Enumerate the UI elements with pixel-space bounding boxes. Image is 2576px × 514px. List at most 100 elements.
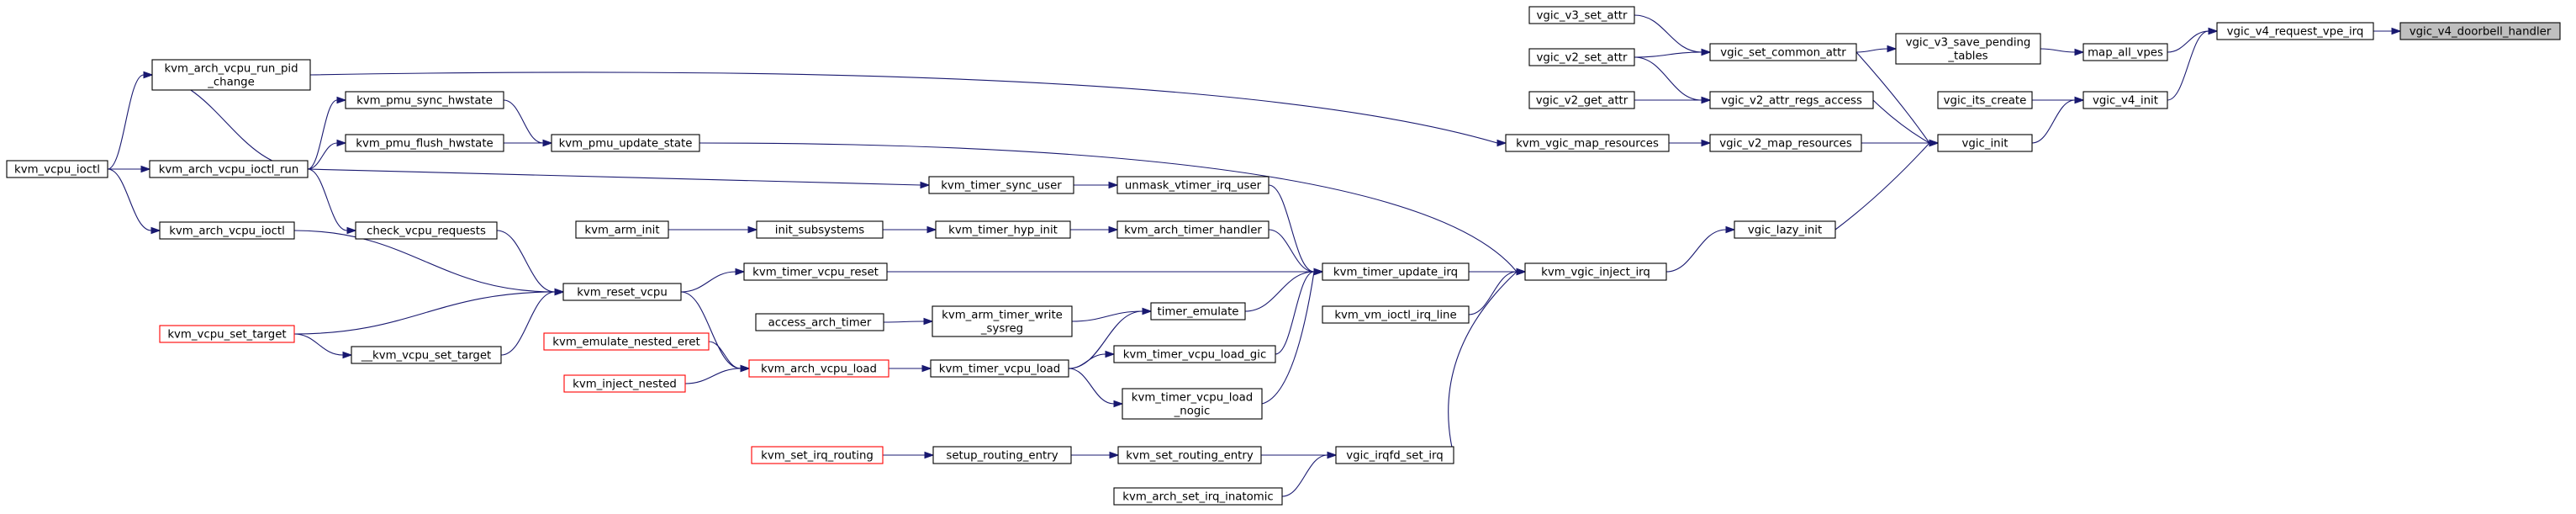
node-vgic_set_common_attr[interactable]: vgic_set_common_attr <box>1709 43 1857 61</box>
node-__kvm_vcpu_set_target[interactable]: __kvm_vcpu_set_target <box>351 346 502 364</box>
node-box <box>1116 176 1270 194</box>
node-kvm_timer_update_irq[interactable]: kvm_timer_update_irq <box>1322 262 1470 281</box>
node-kvm_timer_hyp_init[interactable]: kvm_timer_hyp_init <box>935 220 1071 239</box>
node-kvm_arch_vcpu_ioctl[interactable]: kvm_arch_vcpu_ioctl <box>159 221 295 240</box>
node-label: kvm_arm_timer_write <box>942 310 1063 322</box>
node-vgic_v2_map_resources[interactable]: vgic_v2_map_resources <box>1709 134 1862 152</box>
node-kvm_set_irq_routing[interactable]: kvm_set_irq_routing <box>751 446 884 464</box>
node-label: kvm_set_routing_entry <box>1126 450 1254 463</box>
node-label: check_vcpu_requests <box>367 225 486 238</box>
node-map_all_vpes[interactable]: map_all_vpes <box>2082 43 2168 61</box>
node-setup_routing_entry[interactable]: setup_routing_entry <box>932 446 1072 464</box>
edge-kvm_pmu_update_state-to-kvm_vgic_inject_irq <box>699 142 1518 273</box>
edge-arrowhead <box>747 225 758 234</box>
node-kvm_arch_timer_handler[interactable]: kvm_arch_timer_handler <box>1116 220 1270 239</box>
node-access_arch_timer[interactable]: access_arch_timer <box>755 313 884 331</box>
node-vgic_its_create[interactable]: vgic_its_create <box>1937 91 2033 109</box>
node-kvm_vcpu_set_target[interactable]: kvm_vcpu_set_target <box>159 325 295 343</box>
node-vgic_v2_get_attr[interactable]: vgic_v2_get_attr <box>1528 91 1635 109</box>
edge-vgic_v3_set_attr-to-vgic_set_common_attr <box>1634 14 1702 53</box>
node-kvm_arch_vcpu_ioctl_run[interactable]: kvm_arch_vcpu_ioctl_run <box>149 160 309 178</box>
node-vgic_v2_set_attr[interactable]: vgic_v2_set_attr <box>1528 48 1635 66</box>
node-label: kvm_timer_vcpu_load <box>939 363 1060 376</box>
node-kvm_timer_vcpu_reset[interactable]: kvm_timer_vcpu_reset <box>743 262 888 281</box>
node-label: vgic_v2_set_attr <box>1537 52 1628 65</box>
node-kvm_timer_vcpu_load_gic[interactable]: kvm_timer_vcpu_load_gic <box>1113 345 1276 363</box>
node-kvm_vgic_inject_irq[interactable]: kvm_vgic_inject_irq <box>1524 262 1667 281</box>
node-box <box>2082 43 2168 61</box>
node-timer_emulate[interactable]: timer_emulate <box>1150 302 1246 321</box>
node-kvm_reset_vcpu[interactable]: kvm_reset_vcpu <box>562 283 682 301</box>
node-kvm_arm_init[interactable]: kvm_arm_init <box>575 220 669 239</box>
edge-map_all_vpes-to-vgic_v4_request_vpe_irq <box>2167 30 2209 53</box>
node-box <box>551 134 700 152</box>
node-vgic_v2_attr_regs_access[interactable]: vgic_v2_attr_regs_access <box>1709 91 1874 109</box>
node-box <box>355 221 498 240</box>
node-kvm_timer_vcpu_load[interactable]: kvm_timer_vcpu_load <box>930 359 1069 378</box>
node-vgic_lazy_init[interactable]: vgic_lazy_init <box>1734 220 1836 239</box>
node-kvm_arch_vcpu_load[interactable]: kvm_arch_vcpu_load <box>748 359 889 378</box>
node-kvm_vcpu_ioctl[interactable]: kvm_vcpu_ioctl <box>6 160 108 178</box>
edge-arrowhead <box>342 351 353 359</box>
node-vgic_v4_request_vpe_irq[interactable]: vgic_v4_request_vpe_irq <box>2216 22 2374 40</box>
node-label: init_subsystems <box>775 225 865 237</box>
node-label: vgic_v2_map_resources <box>1719 138 1852 151</box>
edge-arrowhead <box>920 181 931 189</box>
edge-vgic_v4_init-to-vgic_v4_request_vpe_irq <box>2167 30 2209 101</box>
node-label: vgic_v2_get_attr <box>1536 95 1628 108</box>
node-kvm_arm_timer_write_sysreg[interactable]: kvm_arm_timer_write_sysreg <box>932 305 1073 337</box>
node-kvm_vm_ioctl_irq_line[interactable]: kvm_vm_ioctl_irq_line <box>1322 305 1470 324</box>
node-label: kvm_set_irq_routing <box>761 450 874 463</box>
node-box <box>1709 43 1857 61</box>
edge-kvm_arch_timer_handler-to-kvm_timer_update_irq <box>1268 229 1315 273</box>
node-kvm_inject_nested[interactable]: kvm_inject_nested <box>563 374 686 393</box>
node-label: map_all_vpes <box>2088 47 2163 60</box>
node-kvm_arch_set_irq_inatomic[interactable]: kvm_arch_set_irq_inatomic <box>1113 487 1283 506</box>
node-vgic_v4_init[interactable]: vgic_v4_init <box>2082 91 2168 109</box>
node-kvm_pmu_flush_hwstate[interactable]: kvm_pmu_flush_hwstate <box>345 134 504 152</box>
node-check_vcpu_requests[interactable]: check_vcpu_requests <box>355 221 498 240</box>
node-kvm_pmu_sync_hwstate[interactable]: kvm_pmu_sync_hwstate <box>345 91 504 109</box>
edge-unmask_vtimer_irq_user-to-kvm_timer_update_irq <box>1268 184 1315 273</box>
node-kvm_timer_sync_user[interactable]: kvm_timer_sync_user <box>928 176 1074 194</box>
edge-arrowhead <box>924 451 935 459</box>
node-box <box>149 160 309 178</box>
node-kvm_timer_vcpu_load_nogic[interactable]: kvm_timer_vcpu_load_nogic <box>1122 388 1263 420</box>
node-label: vgic_v3_save_pending <box>1906 37 2031 50</box>
node-label: kvm_arch_vcpu_ioctl <box>169 225 285 238</box>
node-kvm_emulate_nested_eret[interactable]: kvm_emulate_nested_eret <box>543 332 710 351</box>
node-init_subsystems[interactable]: init_subsystems <box>756 220 884 239</box>
node-vgic_v4_doorbell_handler: vgic_v4_doorbell_handler <box>2399 22 2561 40</box>
node-label: setup_routing_entry <box>946 450 1058 463</box>
node-box <box>1150 302 1246 321</box>
node-label: kvm_timer_vcpu_load_gic <box>1123 349 1267 362</box>
edge-arrowhead <box>2074 48 2085 56</box>
node-label: vgic_init <box>1962 138 2009 151</box>
edge-vgic_v3_save_pending_tables-to-map_all_vpes <box>2040 48 2076 53</box>
node-label: access_arch_timer <box>768 317 872 330</box>
node-label: vgic_set_common_attr <box>1720 47 1846 60</box>
edge-arrowhead <box>1929 139 1940 147</box>
node-unmask_vtimer_irq_user[interactable]: unmask_vtimer_irq_user <box>1116 176 1270 194</box>
node-box <box>743 262 888 281</box>
node-label: __kvm_vcpu_set_target <box>361 350 492 363</box>
node-kvm_set_routing_entry[interactable]: kvm_set_routing_entry <box>1117 446 1262 464</box>
edge-arrowhead <box>336 96 347 104</box>
node-box <box>159 325 295 343</box>
node-vgic_init[interactable]: vgic_init <box>1937 134 2033 152</box>
node-vgic_v3_save_pending_tables[interactable]: vgic_v3_save_pending_tables <box>1895 33 2041 65</box>
node-vgic_v3_set_attr[interactable]: vgic_v3_set_attr <box>1528 6 1635 24</box>
node-kvm_pmu_update_state[interactable]: kvm_pmu_update_state <box>551 134 700 152</box>
node-label: kvm_arch_timer_handler <box>1124 225 1262 237</box>
edge-kvm_inject_nested-to-kvm_arch_vcpu_load <box>684 368 742 384</box>
node-box <box>1524 262 1667 281</box>
node-box <box>1895 33 2041 65</box>
edge-vgic_v2_set_attr-to-vgic_v2_attr_regs_access <box>1634 56 1702 101</box>
node-box <box>345 134 504 152</box>
node-kvm_arch_vcpu_run_pid_change[interactable]: kvm_arch_vcpu_run_pid_change <box>151 59 311 91</box>
node-kvm_vgic_map_resources[interactable]: kvm_vgic_map_resources <box>1505 134 1670 152</box>
node-box <box>345 91 504 109</box>
node-box <box>1122 388 1263 420</box>
node-vgic_irqfd_set_irq[interactable]: vgic_irqfd_set_irq <box>1335 446 1454 464</box>
